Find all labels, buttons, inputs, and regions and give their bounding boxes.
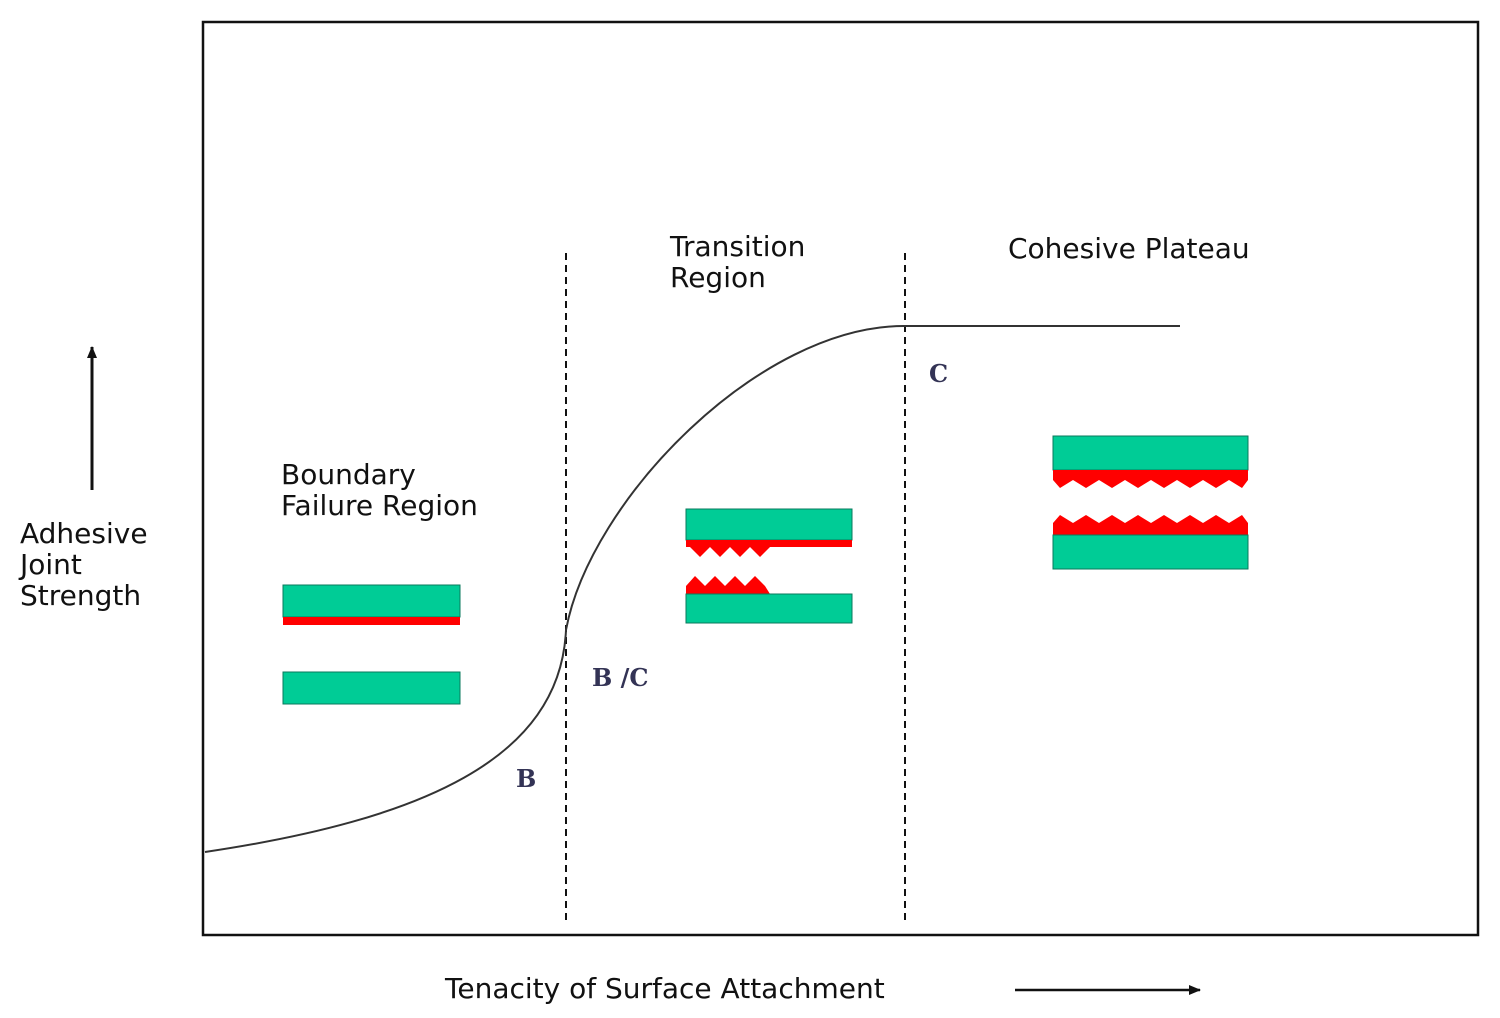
x-axis-label: Tenacity of Surface Attachment (444, 972, 885, 1005)
upper-adhesive-fracture (1053, 470, 1248, 488)
y-axis-label: Adhesive Joint Strength (18, 517, 156, 612)
strength-curve (204, 324, 1180, 853)
boundary-region-title-line-2: Failure Region (281, 489, 478, 522)
y-axis-label-line-1: Adhesive (20, 517, 148, 550)
cohesive-region-title: Cohesive Plateau (1008, 232, 1250, 265)
transition-region-title-line-2: Region (670, 261, 766, 294)
cohesive-failure-illustration (1052, 435, 1249, 570)
transition-failure-illustration (685, 508, 853, 624)
lower-adherend (282, 671, 461, 705)
transition-region-title-line-1: Transition (669, 230, 805, 263)
plot-frame (201, 20, 1480, 937)
transition-region-title: Transition Region (669, 230, 814, 294)
upper-adhesive-fracture (686, 540, 852, 557)
boundary-region-title: Boundary Failure Region (281, 458, 478, 522)
y-axis-label-line-3: Strength (20, 579, 141, 612)
boundary-failure-illustration (282, 584, 461, 705)
boundary-region-title-line-1: Boundary (281, 458, 416, 491)
upper-adherend (1052, 435, 1249, 471)
point-b-label: B (516, 764, 536, 793)
lower-adherend (685, 593, 853, 624)
y-axis-label-line-2: Joint (18, 548, 82, 581)
upper-adherend (685, 508, 853, 541)
point-c-label: C (929, 359, 948, 388)
lower-adhesive-fracture (686, 576, 770, 594)
upper-adherend (282, 584, 461, 618)
adhesive-layer (283, 617, 460, 625)
lower-adherend (1052, 534, 1249, 570)
lower-adhesive-fracture (1053, 515, 1248, 535)
point-bc-label: B /C (592, 663, 649, 692)
